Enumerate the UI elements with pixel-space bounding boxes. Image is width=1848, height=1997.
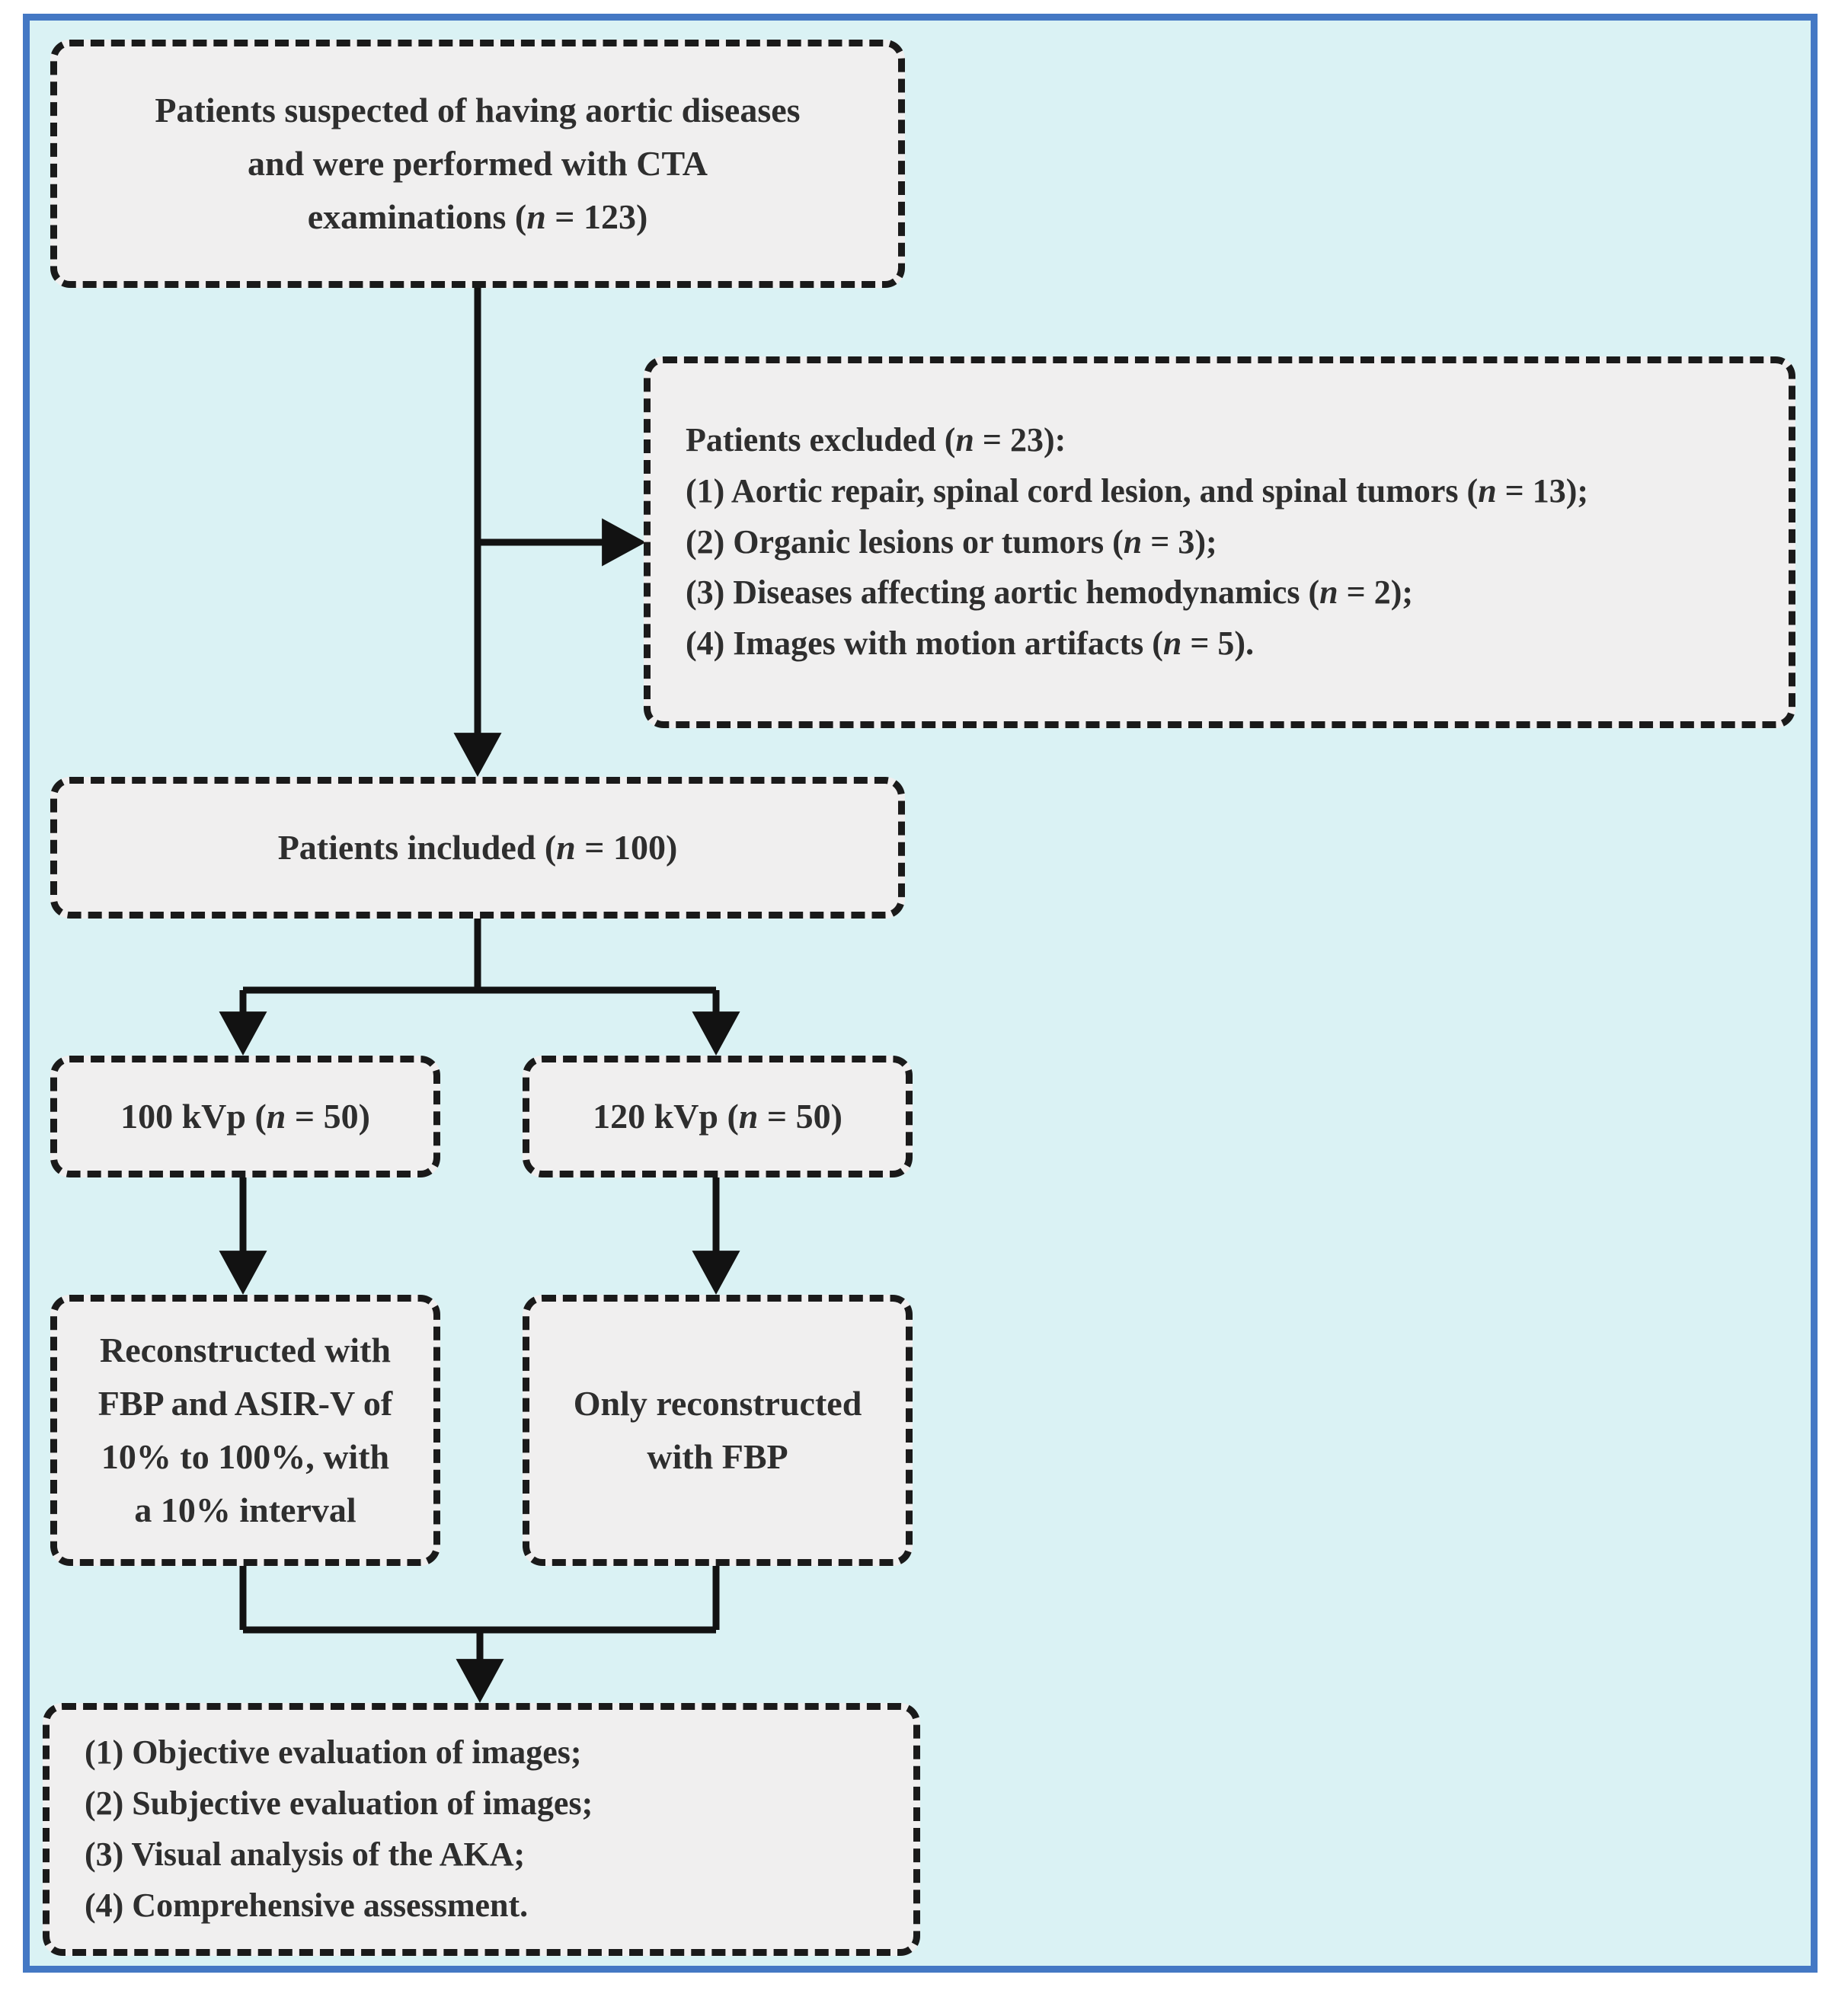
node-line: Patients suspected of having aortic dise… [155,91,801,130]
node-line: (3) Visual analysis of the AKA; [85,1836,526,1873]
node-evaluation-tasks[interactable]: (1) Objective evaluation of images; (2) … [43,1703,920,1956]
node-line: (1) Aortic repair, spinal cord lesion, a… [686,471,1589,510]
node-line: Reconstructed with [100,1331,391,1370]
node-line: with FBP [647,1437,788,1476]
node-line: (1) Objective evaluation of images; [85,1733,582,1772]
node-line: (4) Images with motion artifacts (n = 5)… [686,625,1255,663]
node-line: (3) Diseases affecting aortic hemodynami… [686,574,1414,612]
node-line: and were performed with CTA [248,144,708,184]
node-100-kvp[interactable]: 100 kVp (n = 50) [50,1056,440,1177]
node-line: (4) Comprehensive assessment. [85,1886,529,1924]
node-line: (2) Subjective evaluation of images; [85,1785,593,1823]
node-line: FBP and ASIR-V of [98,1384,393,1423]
node-line: (2) Organic lesions or tumors (n = 3); [686,522,1217,561]
node-line: 120 kVp (n = 50) [593,1097,842,1136]
node-line: 100 kVp (n = 50) [120,1097,370,1136]
node-patients-included[interactable]: Patients included (n = 100) [50,777,905,919]
node-line: Only reconstructed [573,1384,862,1423]
node-line: examinations (n = 123) [307,197,648,236]
node-line: a 10% interval [134,1490,356,1529]
node-line: Patients excluded (n = 23): [686,420,1066,459]
node-patients-excluded[interactable]: Patients excluded (n = 23): (1) Aortic r… [644,356,1795,728]
node-line: Patients included (n = 100) [277,828,678,867]
node-patients-suspected[interactable]: Patients suspected of having aortic dise… [50,40,905,288]
node-reconstructed-fbp-asirv[interactable]: Reconstructed with FBP and ASIR-V of 10%… [50,1295,440,1566]
node-120-kvp[interactable]: 120 kVp (n = 50) [523,1056,913,1177]
node-line: 10% to 100%, with [101,1437,390,1476]
node-only-reconstructed-fbp[interactable]: Only reconstructed with FBP [523,1295,913,1566]
